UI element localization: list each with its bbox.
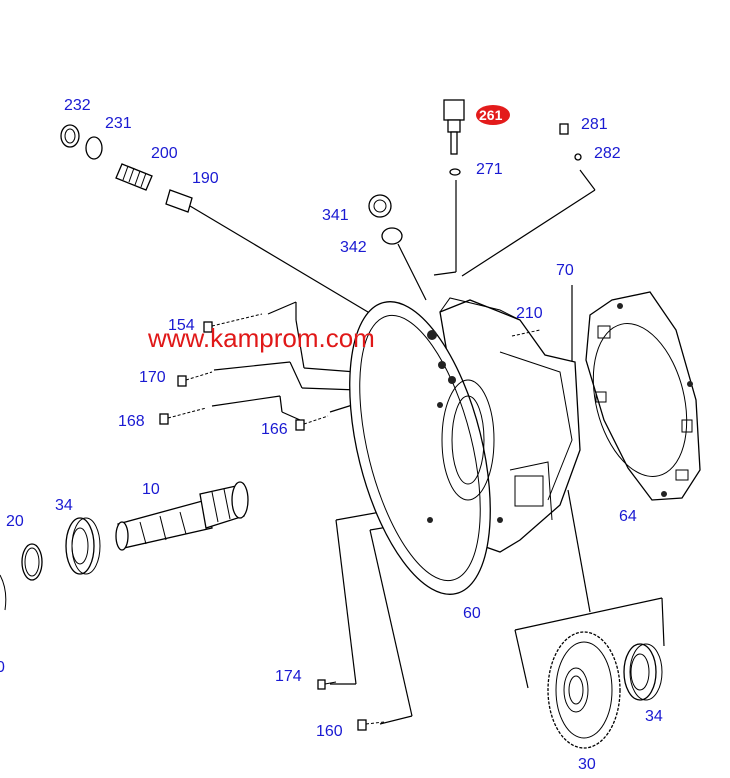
label-34-left: 34 (55, 497, 73, 514)
bearing-left (65, 517, 101, 575)
bolt-168 (159, 407, 207, 425)
plug-281 (559, 123, 569, 135)
plug-190 (165, 189, 193, 213)
bearing-right (623, 643, 663, 701)
bolt-154 (203, 313, 263, 333)
label-160: 160 (316, 723, 343, 740)
label-200: 200 (151, 145, 178, 162)
label-174: 174 (275, 668, 302, 685)
seal-282 (574, 153, 582, 161)
label-60: 60 (463, 605, 481, 622)
bolt-174 (317, 679, 337, 690)
label-341: 341 (322, 207, 349, 224)
spring-200 (115, 163, 153, 191)
label-166: 166 (261, 421, 288, 438)
seal-342 (381, 227, 403, 245)
leader-lines (189, 169, 665, 725)
gasket-plate (585, 291, 701, 501)
label-168: 168 (118, 413, 145, 430)
bolt-166 (295, 415, 329, 431)
label-10: 10 (142, 481, 160, 498)
label-70: 70 (556, 262, 574, 279)
label-210: 210 (516, 305, 543, 322)
snap-ring (0, 543, 43, 611)
cap-341 (368, 194, 392, 218)
highlight-badge (476, 105, 510, 125)
label-20: 20 (6, 513, 24, 530)
sensor-261 (443, 99, 465, 155)
label-154: 154 (168, 317, 195, 334)
label-64: 64 (619, 508, 637, 525)
label-190: 190 (192, 170, 219, 187)
label-0: 0 (0, 659, 5, 676)
watermark: www.kamprom.com (147, 323, 375, 353)
label-231: 231 (105, 115, 132, 132)
label-342: 342 (340, 239, 367, 256)
label-261: 261 (479, 107, 503, 123)
transmission-housing (349, 297, 581, 595)
label-282: 282 (594, 145, 621, 162)
bolt-160 (357, 719, 385, 731)
label-30: 30 (578, 756, 596, 773)
bolt-170 (177, 371, 213, 387)
drive-shaft (115, 481, 249, 551)
cap-232 (60, 124, 80, 148)
label-281: 281 (581, 116, 608, 133)
label-170: 170 (139, 369, 166, 386)
label-232: 232 (64, 97, 91, 114)
o-ring-271 (449, 168, 461, 176)
part-labels: 232 231 200 190 261 271 281 282 341 342 … (0, 97, 663, 773)
label-34-right: 34 (645, 708, 663, 725)
label-271: 271 (476, 161, 503, 178)
o-ring-231 (85, 136, 103, 160)
gear (547, 631, 621, 749)
